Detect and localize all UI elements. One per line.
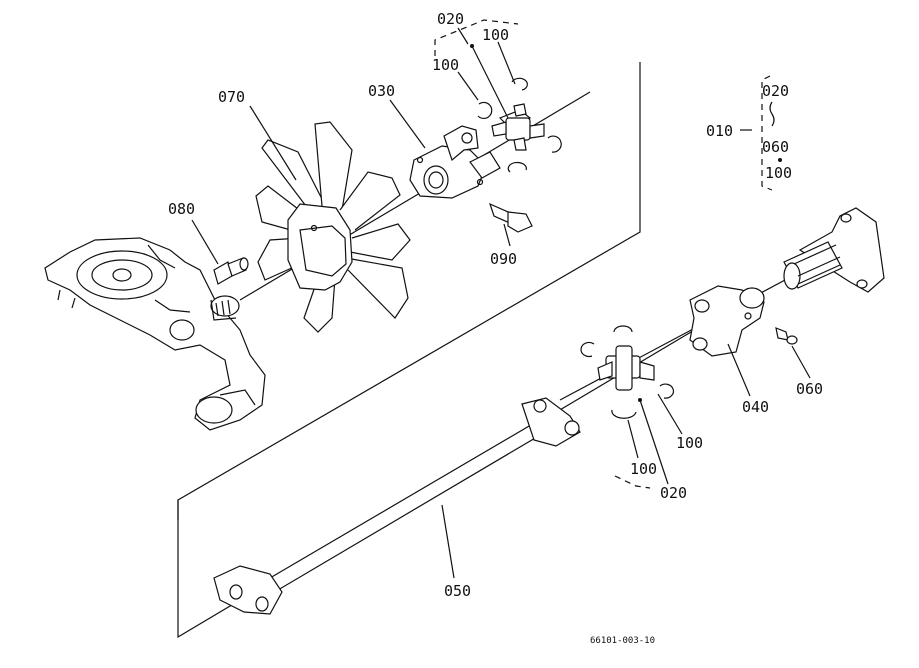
label-060: 060	[796, 380, 823, 398]
label-020-lower: 020	[660, 484, 687, 502]
leader-lines	[191, 27, 811, 579]
label-100-top-left: 100	[432, 56, 459, 74]
label-100-lower-right: 100	[676, 434, 703, 452]
set-bracket-010	[761, 75, 782, 191]
figure-number: 66101-003-10	[590, 636, 655, 646]
label-030: 030	[368, 82, 395, 100]
label-060-set: 060	[762, 138, 789, 156]
label-020-top: 020	[437, 10, 464, 28]
label-040: 040	[742, 398, 769, 416]
grease-nipple-060	[775, 327, 798, 345]
label-050: 050	[444, 582, 471, 600]
shaft-050	[213, 397, 581, 615]
part-labels: 020 100 100 070 030 080 090 020 010 060 …	[168, 10, 823, 646]
label-080: 080	[168, 200, 195, 218]
bracket-group-lower	[614, 475, 651, 489]
engine-housing	[44, 237, 266, 431]
splined-flange	[783, 207, 885, 293]
bolt-080	[213, 257, 249, 285]
label-010: 010	[706, 122, 733, 140]
yoke-040	[689, 285, 765, 357]
label-070: 070	[218, 88, 245, 106]
label-090: 090	[490, 250, 517, 268]
bolt-090	[489, 202, 533, 233]
universal-joint-upper	[477, 77, 562, 173]
label-100-top-right: 100	[482, 26, 509, 44]
label-100-lower-left: 100	[630, 460, 657, 478]
universal-joint-lower	[580, 325, 675, 419]
flange-yoke-030	[409, 125, 501, 199]
label-100-set: 100	[765, 164, 792, 182]
label-020-set: 020	[762, 82, 789, 100]
